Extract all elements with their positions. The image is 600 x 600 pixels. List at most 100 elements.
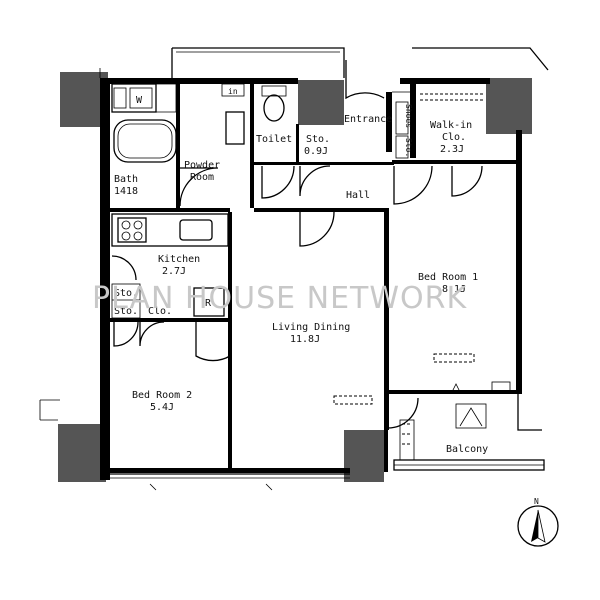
bath-fixtures: W	[111, 83, 177, 163]
entrance-fixtures	[392, 91, 484, 159]
sto-b-label: Sto.	[114, 306, 138, 317]
toilet-tank	[261, 85, 287, 97]
walkin-label-2: Clo.	[442, 132, 466, 143]
room-labels: Bath 1418 Powder Room Toilet Sto. 0.9J E…	[114, 104, 488, 455]
door-sto-clo	[113, 321, 139, 347]
toilet-fixture	[261, 85, 287, 122]
compass-label: N	[534, 497, 539, 506]
wall-kitchen-top	[108, 208, 230, 212]
wall-east	[516, 130, 522, 392]
wall-north-right	[400, 78, 490, 84]
powder-label-1: Powder	[184, 160, 220, 171]
sto-entrance-label: Sto.	[404, 138, 413, 157]
wall-bath-powder	[176, 84, 180, 208]
balcony-storage	[399, 419, 415, 461]
top-frame	[39, 47, 549, 421]
door-balcony	[387, 397, 419, 429]
door-bedroom2	[195, 322, 231, 362]
wall-entrance-east	[386, 92, 392, 152]
kitchen-label: Kitchen	[158, 254, 200, 265]
bedroom2-size: 5.4J	[150, 402, 174, 413]
kitchen-fixtures: R	[111, 213, 229, 319]
kitchen-counter	[111, 213, 229, 247]
kitchen-size: 2.7J	[162, 266, 186, 277]
ceiling-markers	[333, 353, 511, 405]
outdoor-unit	[455, 403, 487, 429]
powder-fixtures: in	[221, 83, 245, 145]
shoes-label: Shoes	[404, 104, 413, 128]
wall-powder-toilet	[250, 84, 254, 208]
structural-pillars	[58, 72, 532, 482]
wall-bedroom1-top	[392, 160, 518, 164]
door-walkin-right	[451, 165, 483, 197]
walkin-label-1: Walk-in	[430, 120, 472, 131]
bathtub	[113, 119, 177, 163]
entrance-label: Entrance	[344, 114, 392, 125]
doors	[111, 60, 483, 429]
door-powder	[179, 167, 219, 207]
washer-label: W	[136, 95, 143, 106]
sto-label: Sto.	[306, 134, 330, 145]
pillar-bottom-center	[344, 430, 384, 482]
pillar-top-right	[486, 78, 532, 134]
bedroom1-size: 8.1J	[442, 284, 466, 295]
vanity-sink	[225, 111, 245, 145]
compass-needle-light	[537, 509, 546, 543]
door-toilet	[261, 165, 295, 199]
pillar-top-center	[298, 80, 344, 125]
ac-bedroom1	[433, 353, 475, 363]
compass: N	[517, 497, 559, 547]
wall-balcony-west	[384, 428, 388, 472]
shoes-cabinet	[395, 101, 409, 135]
wall-hall-bottom	[254, 208, 386, 212]
door-entrance	[345, 60, 385, 100]
door-sto	[299, 165, 331, 197]
wall-walkin-west	[410, 78, 416, 158]
toilet-bowl	[263, 94, 285, 122]
wall-living-west	[228, 212, 232, 468]
living-label: Living Dining	[272, 322, 350, 333]
pillar-bottom-left	[58, 424, 106, 482]
wall-living-bedroom1	[384, 208, 389, 430]
sto-boxes	[111, 283, 141, 319]
in-cabinet	[221, 83, 245, 97]
bottom-frame	[100, 473, 350, 491]
door-living	[299, 211, 335, 247]
bath-label: Bath	[114, 174, 138, 185]
compass-needle-dark	[531, 510, 538, 542]
compass-ring	[517, 505, 559, 547]
in-label: in	[228, 87, 238, 96]
door-walkin	[393, 165, 433, 205]
sto-size: 0.9J	[304, 146, 328, 157]
wall-toilet-sto	[296, 124, 299, 164]
balcony-label: Balcony	[446, 444, 488, 455]
vent-marker	[451, 383, 461, 393]
wall-west	[100, 78, 110, 480]
living-size: 11.8J	[290, 334, 320, 345]
powder-label-2: Room	[190, 172, 214, 183]
wall-north-left	[100, 78, 298, 84]
wall-south	[100, 468, 350, 473]
fridge-space	[193, 287, 225, 317]
wall-bedroom2-top	[108, 318, 228, 322]
bedroom2-label: Bed Room 2	[132, 390, 192, 401]
washer-space	[111, 83, 157, 113]
hall-label: Hall	[346, 190, 370, 201]
fridge-label: R	[205, 298, 212, 309]
watermark-text: PLAN HOUSE NETWORK	[92, 281, 468, 316]
door-clo	[139, 321, 165, 347]
wall-hall-top	[254, 162, 394, 165]
door-kitchen-sto	[111, 255, 137, 281]
outer-walls	[100, 78, 522, 480]
kitchen-sink	[179, 219, 213, 241]
clo-label: Clo.	[148, 306, 172, 317]
bath-size: 1418	[114, 186, 138, 197]
sto-a-label: Sto.	[114, 288, 138, 299]
ac-living	[333, 395, 373, 405]
bedroom1-label: Bed Room 1	[418, 272, 478, 283]
walkin-size: 2.3J	[440, 144, 464, 155]
stove	[117, 217, 147, 243]
meter-box	[491, 381, 511, 393]
sto-entrance-cabinet	[395, 135, 409, 159]
